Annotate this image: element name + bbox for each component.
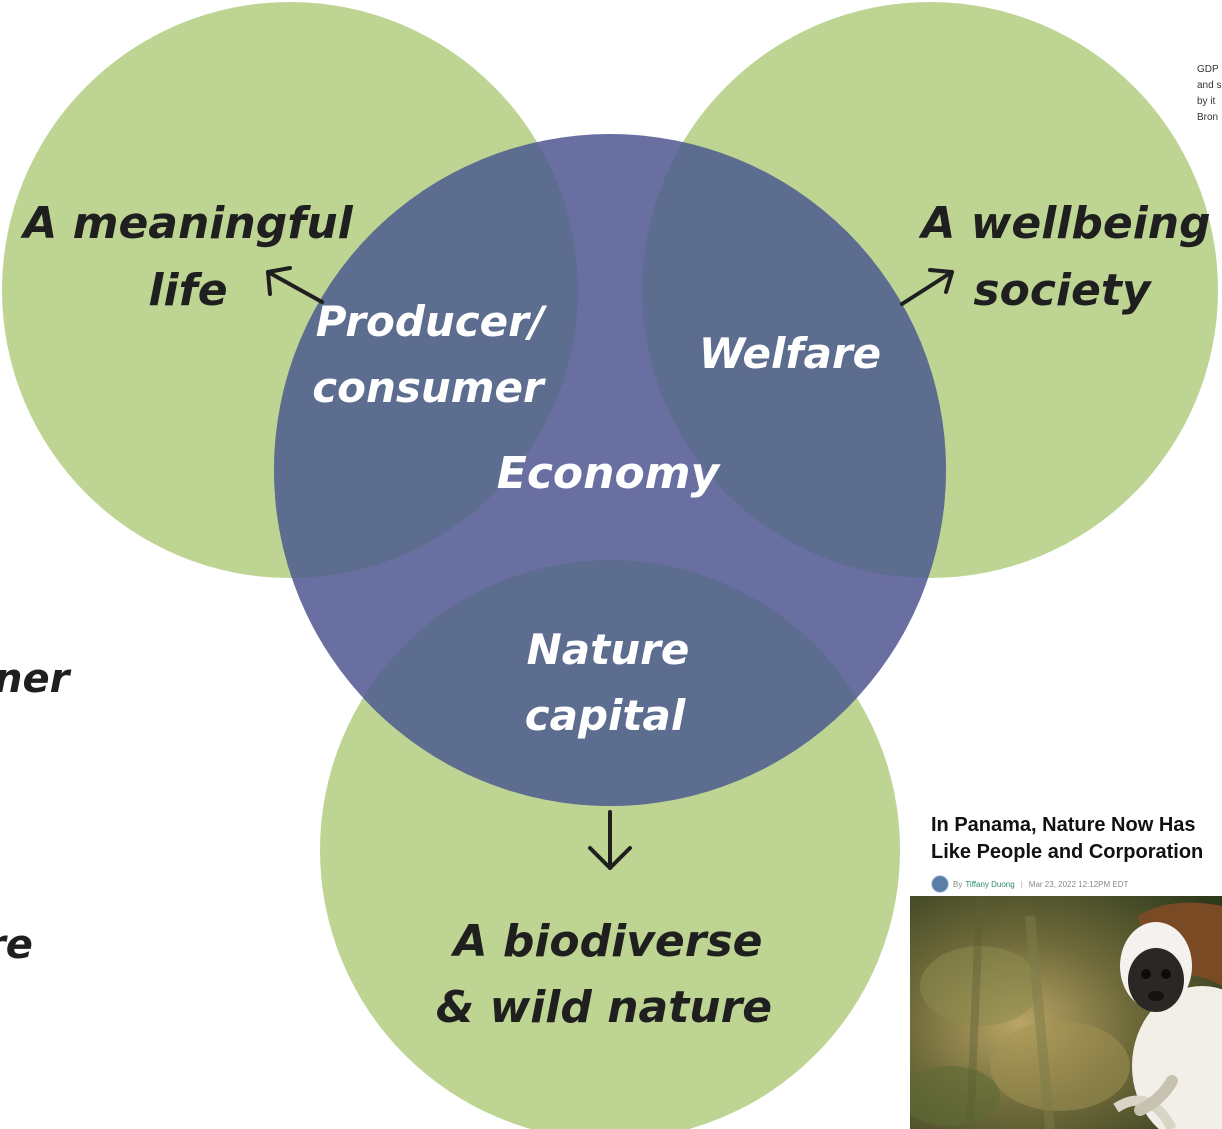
gdp-snippet-line: GDP xyxy=(1197,64,1219,75)
gdp-snippet-line: by it xyxy=(1197,96,1216,107)
byline-separator: | xyxy=(1020,879,1023,889)
left-fragment-text-1: ner xyxy=(0,656,70,702)
gdp-snippet: GDP and s by it Bron xyxy=(1197,62,1222,126)
gdp-snippet-line: and s xyxy=(1197,80,1222,91)
author-link[interactable]: Tiffany Duong xyxy=(965,879,1015,889)
nature-capital-label-line1: Nature xyxy=(527,625,690,674)
wellbeing-society-label-line1: A wellbeing xyxy=(918,198,1210,249)
arrow-to-wellbeing-society xyxy=(900,268,954,306)
article-title-line2[interactable]: Like People and Corporation xyxy=(931,841,1204,863)
welfare-label: Welfare xyxy=(699,329,881,378)
article-title-line1[interactable]: In Panama, Nature Now Has xyxy=(931,814,1196,836)
biodiverse-nature-label-line1: A biodiverse xyxy=(450,916,762,967)
wellbeing-society-label-line2: society xyxy=(973,265,1152,316)
economy-label: Economy xyxy=(497,448,722,499)
arrow-to-biodiverse-nature xyxy=(588,810,632,870)
arrow-to-meaningful-life xyxy=(266,266,324,304)
biodiverse-nature-label-line2: & wild nature xyxy=(436,982,772,1033)
article-byline: By Tiffany Duong | Mar 23, 2022 12:12PM … xyxy=(931,874,1222,894)
article-clipping[interactable]: In Panama, Nature Now Has Like People an… xyxy=(910,812,1222,1129)
gdp-snippet-line: Bron xyxy=(1197,112,1219,123)
producer-consumer-label-line2: consumer xyxy=(312,363,546,412)
byline-prefix: By xyxy=(953,879,963,889)
nature-capital-overlap xyxy=(320,560,900,806)
meaningful-life-label-line1: A meaningful xyxy=(20,198,353,249)
meaningful-life-label-line2: life xyxy=(148,265,227,316)
nature-capital-label-line2: capital xyxy=(525,691,686,740)
monkey-photo xyxy=(910,896,1222,1129)
article-date: Mar 23, 2022 12:12PM EDT xyxy=(1028,879,1129,889)
author-avatar xyxy=(931,875,949,893)
producer-consumer-label-line1: Producer/ xyxy=(316,297,548,346)
left-fragment-text-2: re xyxy=(0,922,33,968)
